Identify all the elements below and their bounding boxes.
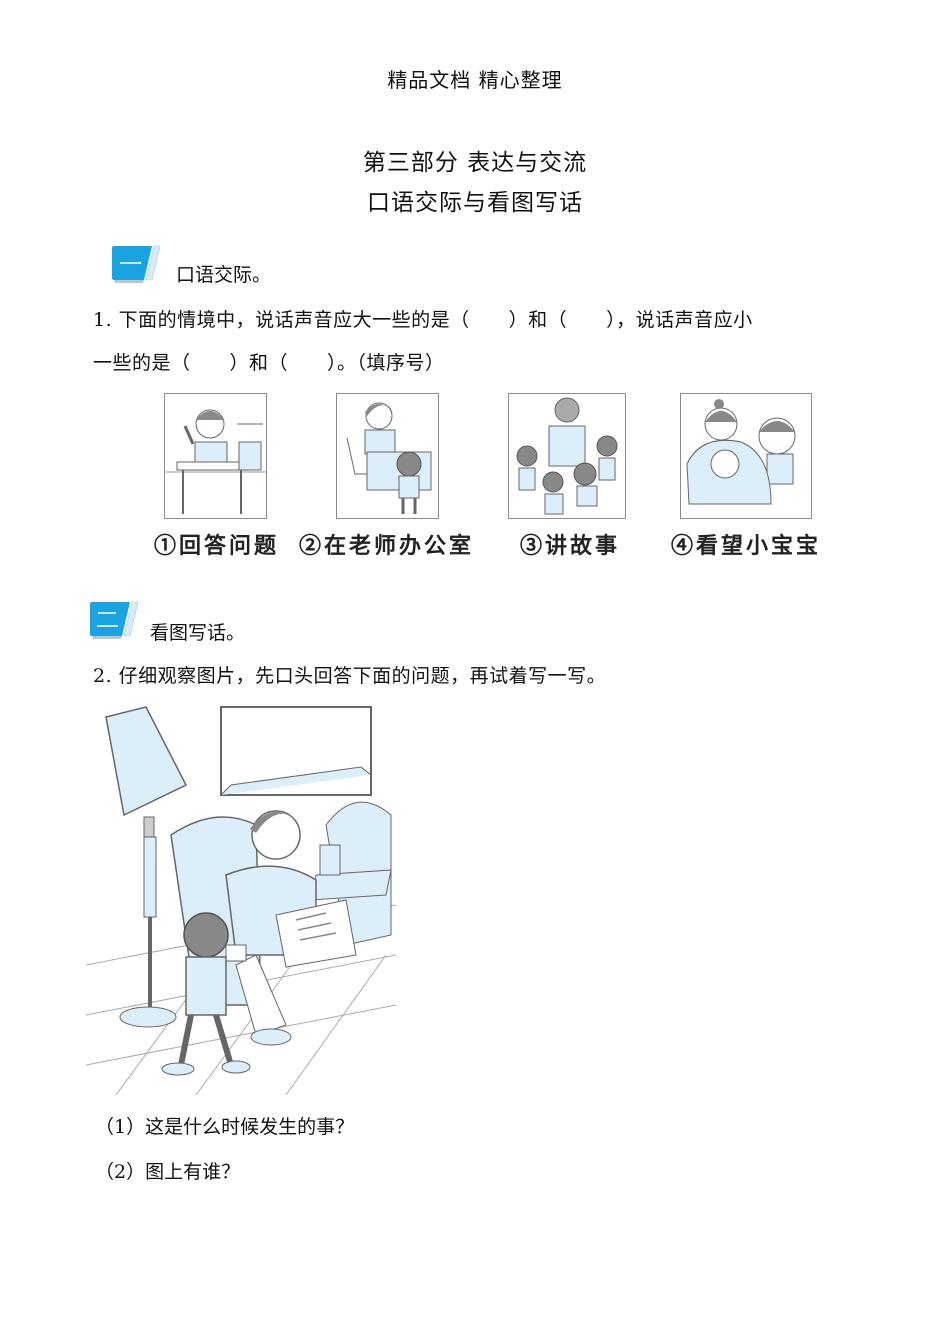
picture-caption-2: ②在老师办公室 [299, 533, 475, 559]
question-1-line-1: 1. 下面的情境中，说话声音应大一些的是（ ）和（ ），说话声音应小 [93, 309, 753, 331]
section-two-label: 看图写话。 [150, 622, 246, 644]
picture-answer-question [164, 393, 267, 519]
page-header: 精品文档 精心整理 [387, 68, 563, 92]
section-title: 口语交际与看图写话 [367, 190, 583, 216]
subquestion-2: （2）图上有谁？ [95, 1161, 241, 1183]
picture-teacher-office [336, 393, 439, 519]
picture-caption-3: ③讲故事 [520, 533, 621, 559]
picture-caption-4: ④看望小宝宝 [671, 533, 822, 559]
question-1-line-2: 一些的是（ ）和（ ）。（填序号） [93, 352, 445, 374]
illustration-father-and-child [85, 705, 397, 1096]
subquestion-1: （1）这是什么时候发生的事？ [95, 1116, 355, 1138]
section-number-two-badge-icon [86, 600, 139, 639]
section-number-one-badge-icon [108, 244, 161, 283]
picture-caption-1: ①回答问题 [154, 533, 280, 559]
part-title: 第三部分 表达与交流 [362, 150, 588, 176]
picture-telling-story [508, 393, 626, 519]
question-2-line-1: 2. 仔细观察图片，先口头回答下面的问题，再试着写一写。 [93, 665, 607, 687]
section-one-label: 口语交际。 [176, 264, 272, 286]
picture-visiting-baby [680, 393, 812, 519]
